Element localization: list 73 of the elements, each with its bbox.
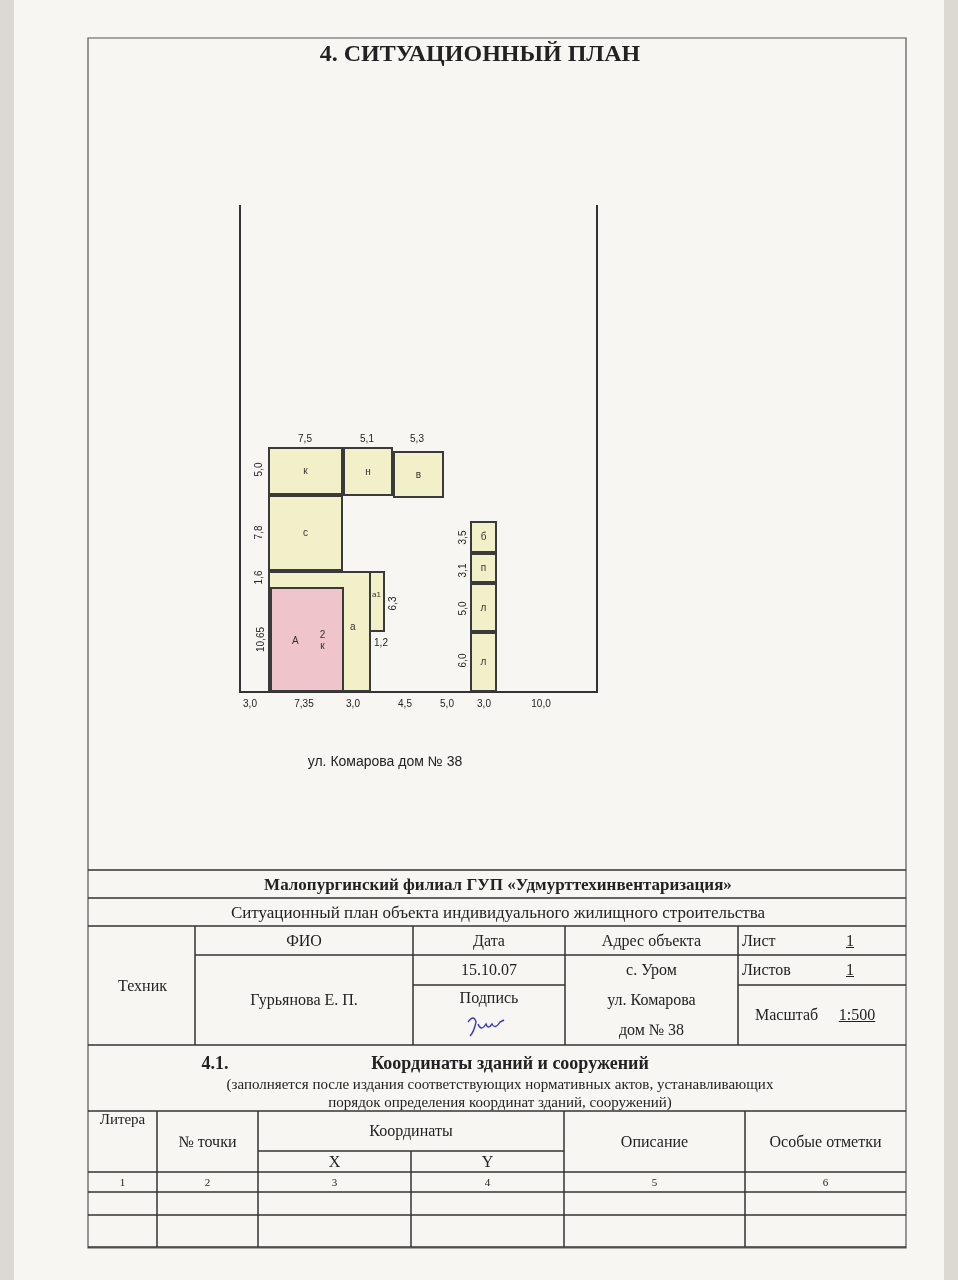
building-outline (343, 447, 393, 496)
building-letter: а (350, 621, 356, 632)
building-letter: а1 (372, 591, 381, 600)
building-letter: л (479, 656, 488, 667)
column-number: 6 (822, 1176, 829, 1188)
column-number: 1 (119, 1176, 126, 1188)
column-number: 2 (204, 1176, 211, 1188)
building-letter: л (479, 601, 488, 613)
table-cell-text: 1:500 (838, 1006, 876, 1024)
table-cell-text: Масштаб (755, 1006, 819, 1024)
building-outline (369, 571, 385, 632)
dimension-label: 1,2 (374, 636, 388, 648)
table-header: Ситуационный план объекта индивидуального жилищного строительства (230, 902, 766, 923)
table-cell-text: Адрес объекта (601, 931, 702, 950)
dimension-label: 10,0 (531, 697, 551, 709)
dimension-label: 5,1 (360, 432, 374, 444)
column-number: 5 (651, 1176, 658, 1188)
dimension-label: 1,6 (253, 570, 265, 584)
building-letter: 2 к (318, 629, 327, 651)
dimension-label: 5,3 (410, 432, 424, 444)
column-number: 3 (331, 1176, 338, 1188)
section-heading: Координаты зданий и сооружений (371, 1052, 649, 1074)
table-cell-text: Особые отметки (769, 1132, 882, 1151)
building-outline (270, 587, 344, 692)
dimension-label: 5,0 (440, 697, 454, 709)
dimension-label: 5,0 (253, 462, 265, 476)
building-outline (268, 571, 371, 692)
table-cell-text: Дата (473, 931, 505, 950)
dimension-label: 3,0 (243, 697, 257, 709)
table-cell-text: ул. Комарова (607, 991, 696, 1009)
building-outline (470, 632, 497, 692)
table-cell-text: Гурьянова Е. П. (250, 991, 358, 1009)
building-outline (470, 521, 497, 553)
table-cell-text: с. Уром (626, 961, 677, 979)
table-cell-text: 1 (846, 931, 854, 950)
address-label: ул. Комарова дом № 38 (307, 753, 463, 769)
table-cell-text: Y (481, 1152, 494, 1171)
building-letter: А (292, 635, 299, 646)
dimension-label: 6,0 (457, 653, 469, 667)
table-cell-text: ФИО (286, 931, 322, 950)
table-cell-text: 15.10.07 (461, 961, 517, 979)
dimension-label: 3,1 (457, 563, 469, 577)
table-header: Малопургинский филиал ГУП «Удмурттехинвентаризация» (264, 874, 732, 895)
building-letter: п (479, 562, 488, 573)
building-letter: с (302, 527, 309, 538)
building-letter: к (302, 465, 309, 476)
table-cell-text: X (328, 1152, 341, 1171)
table-cell-text: Техник (118, 976, 167, 995)
building-outline (268, 495, 343, 571)
building-letter: н (364, 465, 372, 477)
note-text: (заполняется после издания соответствующих нормативных актов, устанавливающих порядок определения координат зданий, сооружений) (225, 1074, 775, 1111)
section-heading: 4.1. (201, 1052, 229, 1074)
table-cell-text: 1 (846, 961, 854, 979)
dimension-label: 3,0 (346, 697, 360, 709)
building-outline (393, 451, 444, 498)
table-cell-text: Листов (742, 961, 791, 979)
page-title: 4. СИТУАЦИОННЫЙ ПЛАН (318, 40, 642, 67)
building-letter: в (414, 468, 423, 480)
dimension-label: 5,0 (457, 601, 469, 615)
table-cell-text: Подпись (459, 989, 519, 1007)
table-cell-text: Лист (742, 931, 776, 950)
table-cell-text: Описание (620, 1132, 689, 1151)
building-outline (470, 553, 497, 583)
building-letter: б (479, 531, 488, 542)
building-outline (268, 447, 343, 495)
dimension-label: 3,5 (457, 530, 469, 544)
table-cell-text: Литера (99, 1111, 146, 1128)
dimension-label: 4,5 (398, 697, 412, 709)
table-cell-text: № точки (178, 1132, 237, 1151)
building-outline (470, 583, 497, 632)
column-number: 4 (484, 1176, 491, 1188)
table-cell-text: Координаты (369, 1122, 453, 1140)
table-cell-text: дом № 38 (618, 1021, 685, 1039)
